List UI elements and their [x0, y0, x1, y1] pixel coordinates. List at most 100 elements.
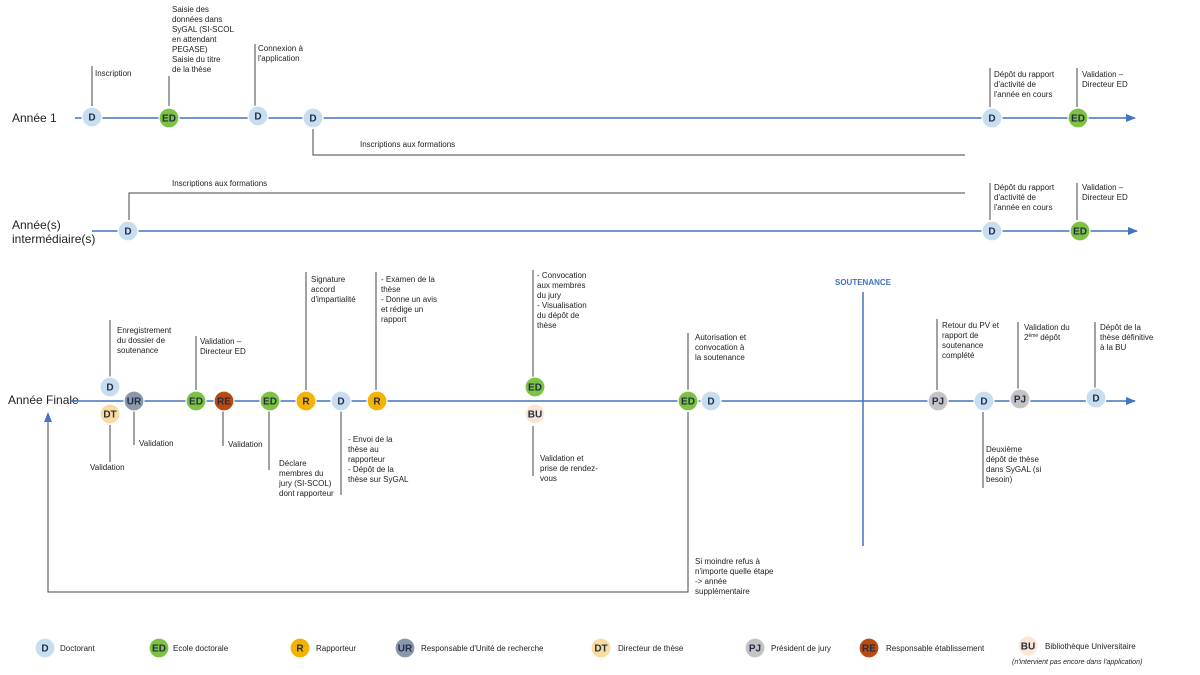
node-label: R: [302, 397, 310, 408]
node-circle: [295, 390, 317, 412]
node-label: ED: [263, 397, 277, 408]
node-label: PJ: [749, 644, 761, 655]
node-label: D: [254, 112, 261, 123]
annotation-convocation-jury: - Convocation aux membres du jury - Visu…: [537, 271, 589, 330]
legend-icon-rapporteur: R: [289, 637, 311, 659]
node-circle: [148, 637, 170, 659]
node-label: DT: [594, 644, 607, 655]
annotation-signature-accord: Signature accord d'impartialité: [311, 275, 356, 304]
node-circle: [247, 105, 269, 127]
node-president-jury-validation: PJ: [1009, 388, 1031, 410]
node-circle: [330, 390, 352, 412]
annotation-refus: Si moindre refus à n'importe quelle étap…: [695, 557, 776, 596]
node-label: D: [988, 227, 995, 238]
annotation-validation-re: Validation: [228, 440, 263, 449]
node-doctorant-depot-final: D: [1085, 387, 1107, 409]
node-label: ED: [1071, 114, 1085, 125]
node-label: ED: [528, 383, 542, 394]
node-doctorant-formations-2: D: [117, 220, 139, 242]
node-label: PJ: [932, 397, 944, 408]
annotation-validation-directeur-ed-1: Validation – Directeur ED: [1082, 70, 1128, 89]
annotation-inscriptions-formations-1: Inscriptions aux formations: [360, 140, 455, 149]
return-arrow-head: [44, 412, 52, 422]
node-doctorant-enregistrement: D: [99, 376, 121, 398]
node-circle: [366, 390, 388, 412]
node-label: RE: [217, 397, 231, 408]
annotation-declare-membres: Déclare membres du jury (SI-SCOL) dont r…: [278, 459, 334, 498]
annotation-validation-ur: Validation: [139, 439, 174, 448]
node-ecole-doctorale-convocation: ED: [524, 376, 546, 398]
node-ecole-doctorale-declare: ED: [259, 390, 281, 412]
annotation-enregistrement-dossier: Enregistrement du dossier de soutenance: [117, 326, 173, 355]
legend-label-bibliotheque: Bibliothèque Universitaire: [1045, 642, 1136, 651]
node-label: D: [707, 397, 714, 408]
node-doctorant-envoi: D: [330, 390, 352, 412]
row-label-annee-finale: Année Finale: [8, 393, 79, 407]
node-rapporteur-signature: R: [295, 390, 317, 412]
legend-label-unite-recherche: Responsable d'Unité de recherche: [421, 644, 544, 653]
annotation-validation-bu: Validation et prise de rendez- vous: [540, 454, 600, 483]
connector-lines: [47, 44, 1096, 593]
node-rapporteur-examen: R: [366, 390, 388, 412]
node-doctorant-soutenance: D: [700, 390, 722, 412]
node-doctorant-formations-1: D: [302, 107, 324, 129]
node-circle: [927, 390, 949, 412]
node-circle: [81, 106, 103, 128]
annotation-inscriptions-formations-2: Inscriptions aux formations: [172, 179, 267, 188]
annotation-deuxieme-depot: Deuxième dépôt de thèse dans SyGAL (si b…: [986, 445, 1044, 484]
node-ecole-doctorale-validation-2: ED: [1069, 220, 1091, 242]
annotation-retour-pv: Retour du PV et rapport de soutenance co…: [942, 321, 1001, 360]
node-circle: [213, 390, 235, 412]
legend-label-ecole-doctorale: Ecole doctorale: [173, 644, 229, 653]
node-doctorant-inscription: D: [81, 106, 103, 128]
node-circle: [289, 637, 311, 659]
node-label: BU: [528, 410, 542, 421]
node-circle: [99, 376, 121, 398]
node-doctorant-deuxieme-depot: D: [973, 390, 995, 412]
node-directeur-these: DT: [99, 403, 121, 425]
legend-icon-bibliotheque: BU: [1017, 635, 1039, 657]
node-circle: [259, 390, 281, 412]
legend-label-rapporteur: Rapporteur: [316, 644, 356, 653]
node-circle: [1085, 387, 1107, 409]
node-circle: [524, 376, 546, 398]
legend: D Doctorant ED Ecole doctorale R Rapport…: [34, 635, 1142, 666]
node-circle: [1009, 388, 1031, 410]
node-circle: [99, 403, 121, 425]
node-label: BU: [1021, 642, 1035, 653]
node-circle: [858, 637, 880, 659]
node-circle: [744, 637, 766, 659]
legend-icon-president-jury: PJ: [744, 637, 766, 659]
node-responsable-etablissement: RE: [213, 390, 235, 412]
node-label: ED: [1073, 227, 1087, 238]
annotation-envoi-these: - Envoi de la thèse au rapporteur - Dépô…: [348, 435, 409, 484]
row-label-annee-intermediaire: Année(s) intermédiaire(s): [12, 218, 95, 246]
annotation-validation-dt: Validation: [90, 463, 125, 472]
annotation-validation-directeur-ed-3: Validation – Directeur ED: [200, 337, 246, 356]
node-ecole-doctorale-saisie: ED: [158, 107, 180, 129]
annotation-autorisation-convocation: Autorisation et convocation à la soutena…: [695, 333, 748, 362]
annotations: Inscription Saisie des données dans SyGA…: [90, 5, 1156, 596]
legend-icon-directeur-these: DT: [590, 637, 612, 659]
legend-icon-responsable-etablissement: RE: [858, 637, 880, 659]
legend-label-directeur-these: Directeur de thèse: [618, 644, 684, 653]
node-doctorant-depot-rapport-1: D: [981, 107, 1003, 129]
node-circle: [973, 390, 995, 412]
node-label: UR: [127, 397, 142, 408]
node-circle: [590, 637, 612, 659]
node-label: DT: [103, 410, 116, 421]
node-circle: [981, 107, 1003, 129]
node-circle: [34, 637, 56, 659]
node-label: ED: [681, 397, 695, 408]
node-label: D: [88, 113, 95, 124]
node-doctorant-depot-rapport-2: D: [981, 220, 1003, 242]
node-responsable-unite: UR: [123, 390, 145, 412]
annotation-depot-these-definitive: Dépôt de la thèse définitive à la BU: [1100, 323, 1156, 352]
node-circle: [123, 390, 145, 412]
node-ecole-doctorale-autorisation: ED: [677, 390, 699, 412]
node-label: R: [296, 644, 304, 655]
node-label: D: [124, 227, 131, 238]
node-circle: [302, 107, 324, 129]
